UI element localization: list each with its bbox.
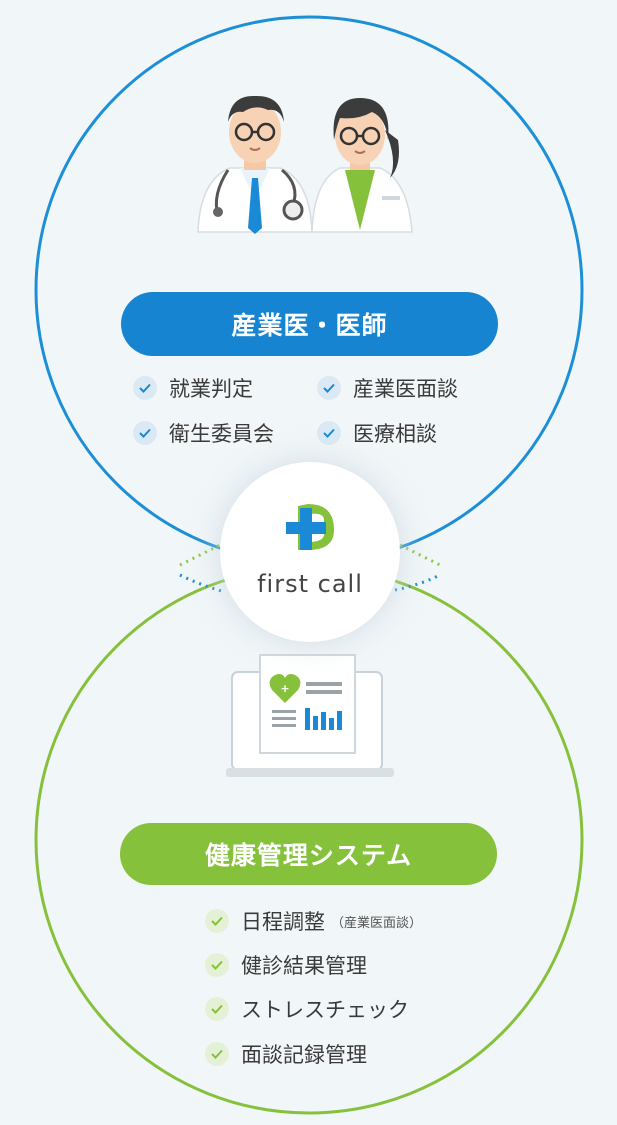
- item-label: 医療相談: [353, 422, 437, 446]
- female-doctor-icon: [311, 98, 413, 233]
- list-item: 健診結果管理: [205, 950, 367, 980]
- check-icon: [317, 376, 341, 400]
- item-label: 就業判定: [169, 377, 253, 401]
- doctor-services-title: 産業医・医師: [121, 292, 498, 356]
- list-item: 就業判定: [133, 373, 253, 403]
- item-note: （産業医面談）: [331, 915, 423, 931]
- check-icon: [205, 953, 229, 977]
- list-item: 日程調整 （産業医面談）: [205, 906, 422, 936]
- system-title: 健康管理システム: [120, 823, 497, 885]
- item-label: 衛生委員会: [169, 422, 274, 446]
- item-label: 産業医面談: [353, 377, 458, 401]
- plus-logo-icon: [286, 504, 334, 550]
- list-item: 衛生委員会: [133, 418, 274, 448]
- item-label: 健診結果管理: [241, 954, 367, 978]
- list-item: 医療相談: [317, 418, 437, 448]
- item-label: 面談記録管理: [241, 1043, 367, 1067]
- item-label: ストレスチェック: [241, 998, 409, 1022]
- item-label: 日程調整: [241, 910, 325, 934]
- list-item: 産業医面談: [317, 373, 458, 403]
- doctors-illustration: [197, 95, 413, 234]
- list-item: ストレスチェック: [205, 994, 409, 1024]
- laptop-illustration: +: [226, 654, 394, 777]
- logo-text: first call: [257, 570, 363, 598]
- check-icon: [205, 1042, 229, 1066]
- check-icon: [133, 421, 157, 445]
- bar-chart-icon: [305, 708, 342, 730]
- heart-icon: [269, 674, 301, 703]
- connector-dots: [179, 543, 441, 594]
- male-doctor-icon: [197, 95, 313, 234]
- check-icon: [205, 909, 229, 933]
- check-icon: [205, 997, 229, 1021]
- check-icon: [133, 376, 157, 400]
- first-call-logo: first call: [220, 462, 400, 642]
- svg-text:+: +: [280, 682, 289, 695]
- list-item: 面談記録管理: [205, 1039, 367, 1069]
- check-icon: [317, 421, 341, 445]
